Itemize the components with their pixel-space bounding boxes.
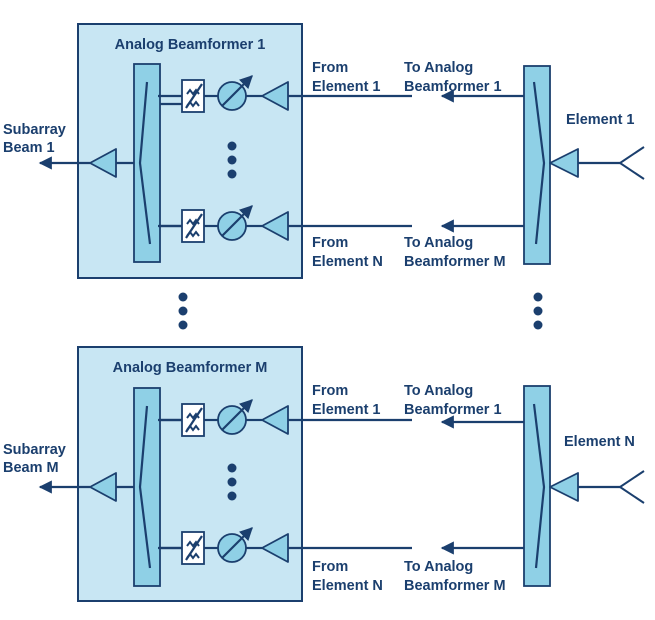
subarray-beam-m-label-line1: Subarray [3,442,66,458]
beamformer-1-combiner-line [138,81,152,245]
e1-to-bf1-line2: Beamformer 1 [404,79,502,95]
element-1-splitter: Element 1 To Analog Beamformer 1 To Anal… [404,60,645,270]
beamformer-m-ellipsis-dot [227,477,237,487]
en-to-bfm-line1: To Analog [404,559,473,575]
element-1-label: Element 1 [566,112,635,128]
beamformer-m: Analog Beamformer M Subarray Beam M From… [3,346,412,602]
element-ellipsis-dot [533,292,543,302]
element-n-splitter: Element N To Analog Beamformer 1 To Anal… [404,383,645,594]
beamformer-m-ellipsis-dot [227,491,237,501]
e1-to-bfm-line2: Beamformer M [404,254,506,270]
beamformer-ellipsis-dot [178,292,188,302]
beamformer-1-title: Analog Beamformer 1 [115,37,266,53]
beamformer-m-ellipsis-dot [227,463,237,473]
element-ellipsis-dot [533,320,543,330]
element-1-amp [549,148,579,178]
en-to-bf1-line2: Beamformer 1 [404,402,502,418]
en-to-bf1-line1: To Analog [404,383,473,399]
element-ellipsis-dot [533,306,543,316]
beamformer-1-combiner [133,63,161,263]
e1-to-bf1-line1: To Analog [404,60,473,76]
bfm-from-element-n-line2: Element N [312,578,383,594]
beamformer-ellipsis-dot [178,320,188,330]
bfm-from-element-1-line1: From [312,383,348,399]
element-1-antenna-icon [618,146,645,180]
beamformer-1-ellipsis-dot [227,141,237,151]
bf1-from-element-n-line1: From [312,235,348,251]
subarray-beam-m-label-line2: Beam M [3,460,59,476]
beamformer-1-ellipsis-dot [227,155,237,165]
subarray-beam-1-label-line2: Beam 1 [3,140,55,156]
beamformer-1-ellipsis-dot [227,169,237,179]
beamformer-ellipsis-dot [178,306,188,316]
element-1-splitter-line [532,81,546,245]
beamformer-1: Analog Beamformer 1 Subarray Beam 1 From… [3,23,412,279]
bf1-from-element-n-line2: Element N [312,254,383,270]
element-n-antenna-icon [618,470,645,504]
e1-to-bfm-line1: To Analog [404,235,473,251]
element-n-label: Element N [564,434,635,450]
beamformer-m-combiner-line [138,405,152,569]
subarray-beam-1-label-line1: Subarray [3,122,66,138]
element-n-splitter-bar [523,385,551,587]
bfm-from-element-n-line1: From [312,559,348,575]
beamformer-m-title: Analog Beamformer M [113,360,268,376]
bf1-from-element-1-line2: Element 1 [312,79,381,95]
element-n-amp [549,472,579,502]
bf1-from-element-1-line1: From [312,60,348,76]
element-n-splitter-line [532,403,546,569]
en-to-bfm-line2: Beamformer M [404,578,506,594]
bfm-from-element-1-line2: Element 1 [312,402,381,418]
